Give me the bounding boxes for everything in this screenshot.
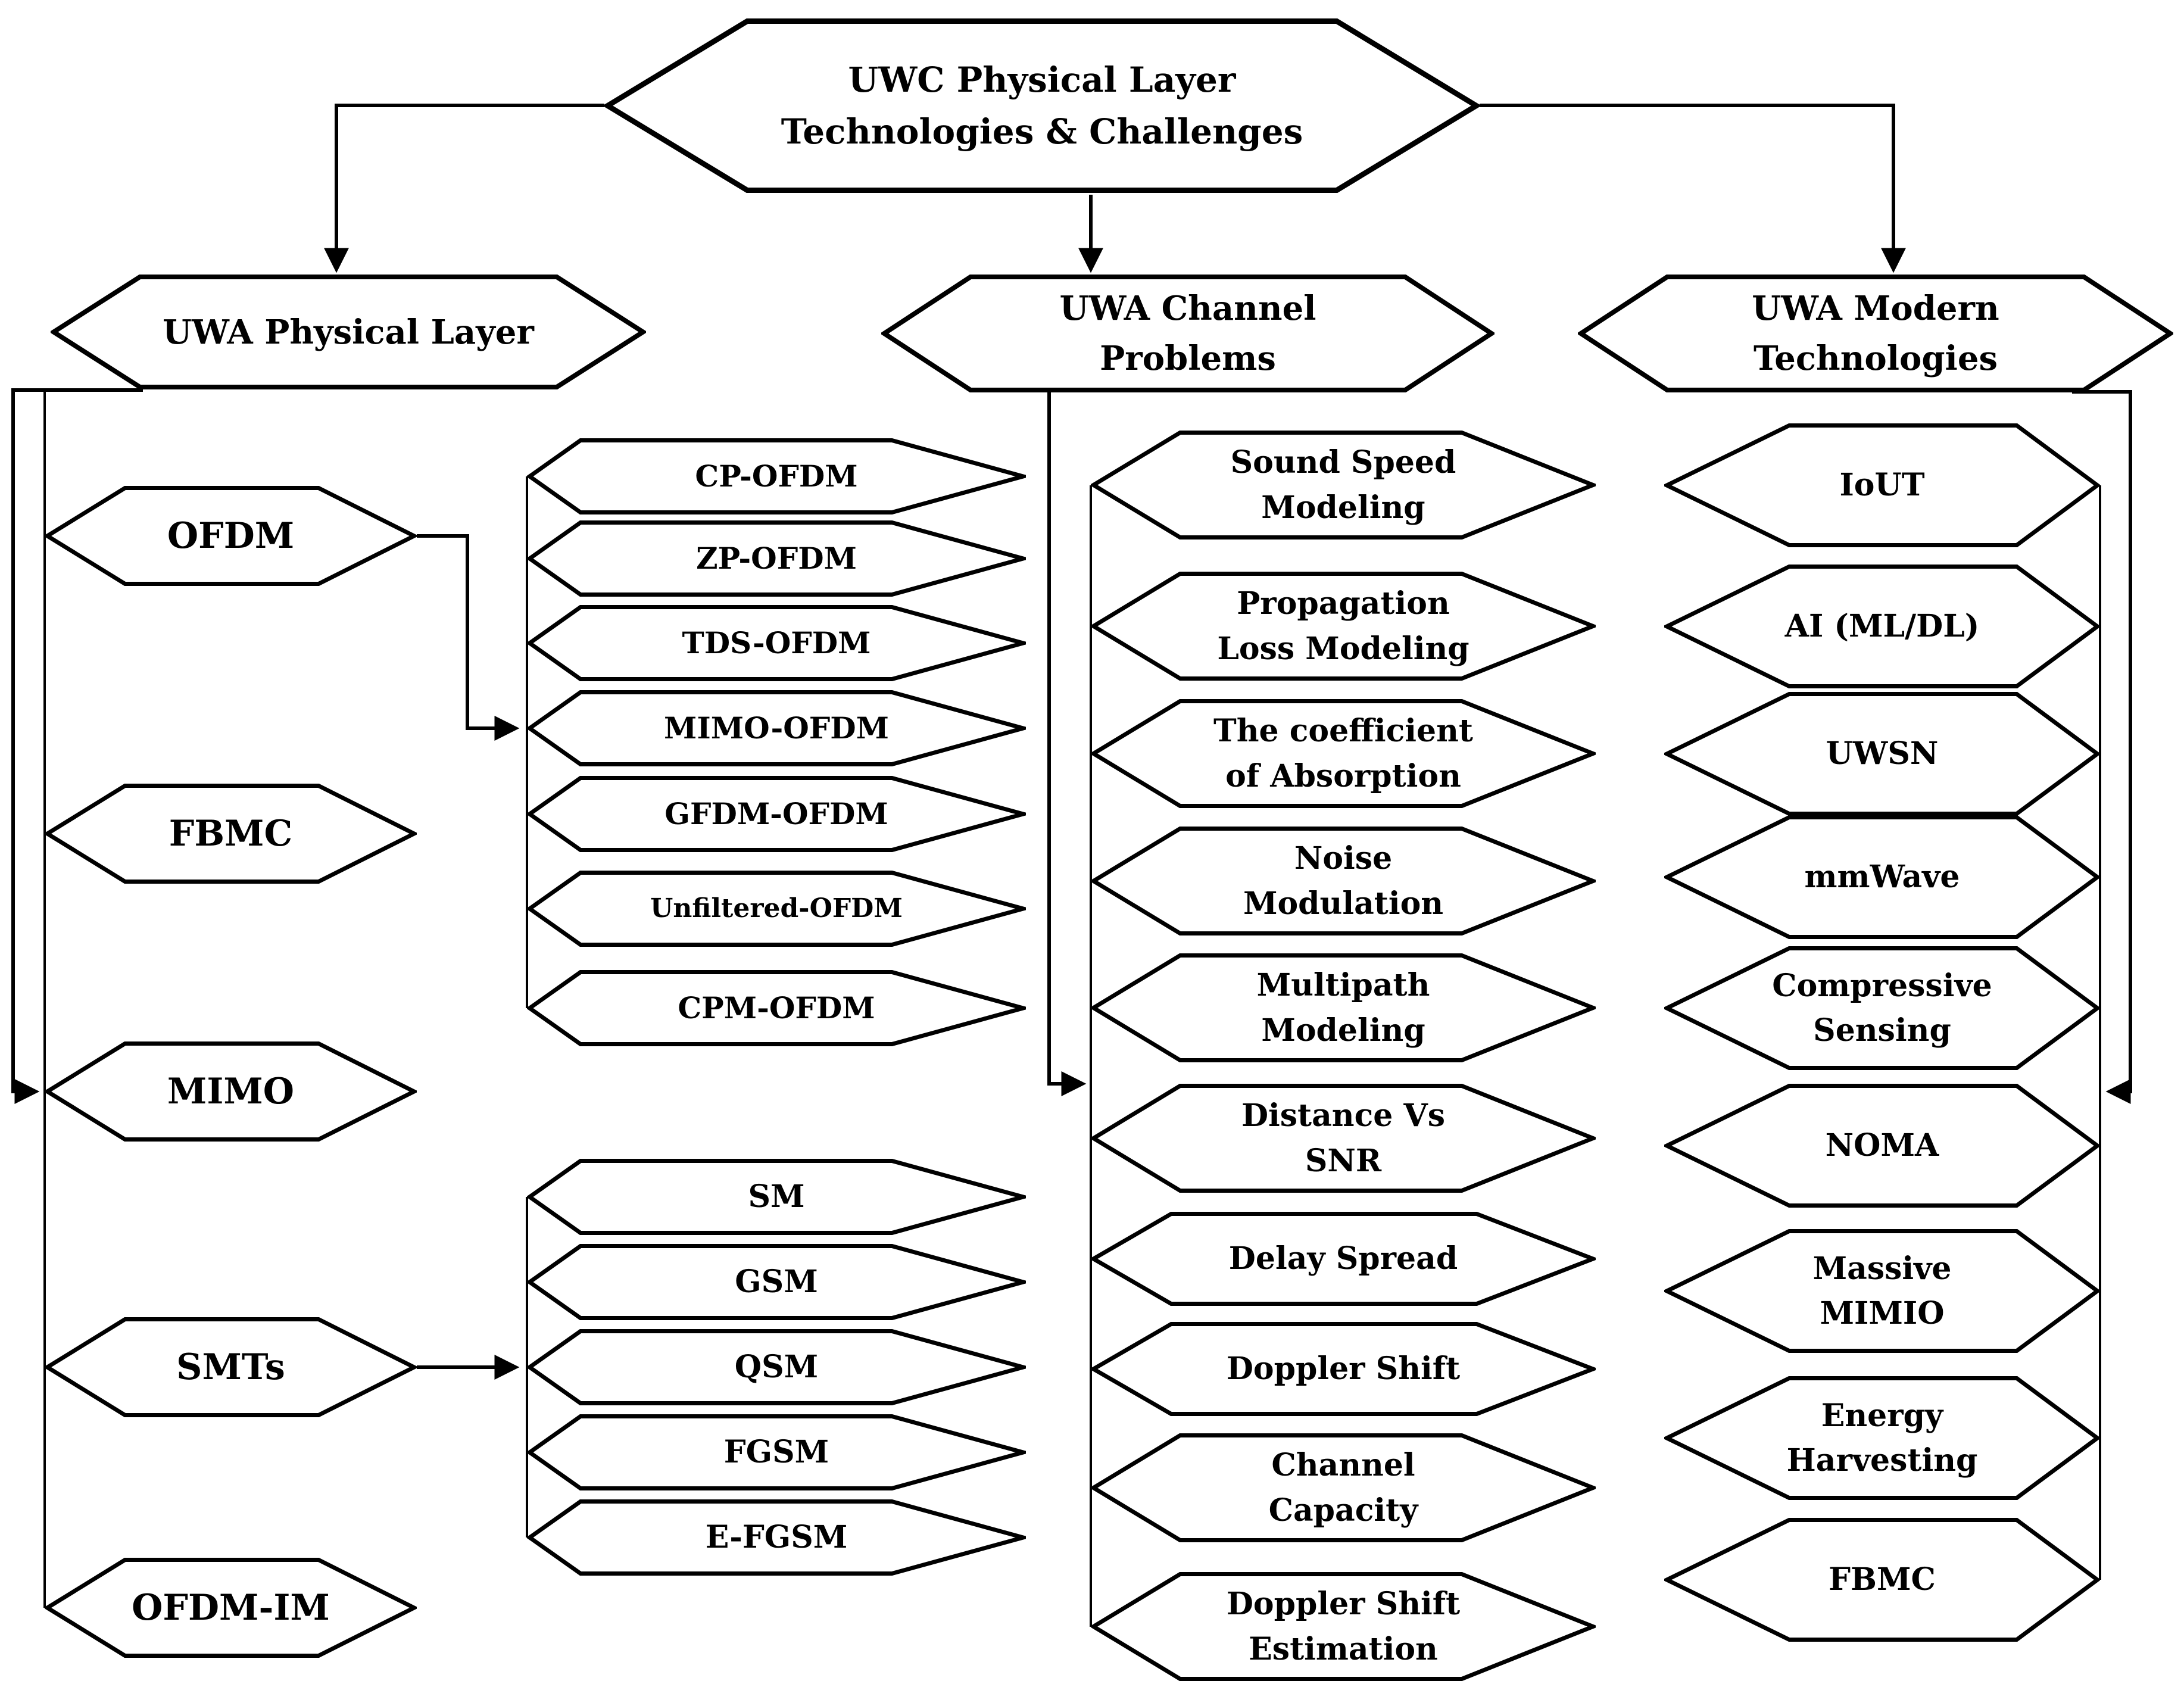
node-noma: NOMA [1664,1083,2100,1208]
hexagon-shape [1091,572,1596,681]
node-uwa-channel-problems: UWA Channel Problems [881,274,1495,393]
hexagon-shape [1664,815,2100,939]
hexagon-shape [51,275,646,389]
node-ai-ml-dl: AI (ML/DL) [1664,564,2100,689]
node-iout: IoUT [1664,423,2100,548]
node-ofdm-im: OFDM-IM [45,1557,417,1658]
hexagon-shape [1664,1229,2100,1353]
hexagon-shape [45,1041,417,1142]
hexagon-shape [45,784,417,884]
node-delay-spread: Delay Spread [1091,1211,1596,1306]
node-compressive-sensing: Compressive Sensing [1664,946,2100,1071]
hexagon-shape [1664,565,2100,688]
node-mmwave: mmWave [1664,815,2100,940]
node-sm: SM [527,1158,1026,1236]
node-fgsm: FGSM [527,1414,1026,1491]
hexagon-shape [527,871,1026,947]
hexagon-shape [1091,699,1596,808]
hexagon-shape [527,690,1026,766]
node-unfiltered-ofdm: Unfiltered-OFDM [527,870,1026,947]
hexagon-shape [1664,1376,2100,1500]
node-fbmc: FBMC [45,783,417,884]
node-gsm: GSM [527,1243,1026,1321]
node-tds-ofdm: TDS-OFDM [527,604,1026,682]
hexagon-shape [1091,1084,1596,1193]
hexagon-shape [604,18,1480,193]
hexagon-shape [1664,692,2100,816]
hexagon-shape [527,605,1026,681]
node-multipath-modeling: Multipath Modeling [1091,953,1596,1063]
hexagon-shape [881,275,1495,392]
hexagon-shape [527,1244,1026,1320]
node-uwa-physical-layer: UWA Physical Layer [51,274,646,390]
connector-root-to-modern-technologies [1480,104,1906,273]
hexagon-shape [1664,1518,2100,1642]
hexagon-shape [1091,953,1596,1062]
node-gfdm-ofdm: GFDM-OFDM [527,775,1026,853]
node-mimo: MIMO [45,1041,417,1142]
node-noise-modulation: Noise Modulation [1091,826,1596,936]
hexagon-shape [527,520,1026,597]
hexagon-shape [527,1159,1026,1235]
hexagon-shape [527,1499,1026,1576]
hexagon-shape [1091,1433,1596,1542]
hexagon-shape [1091,1212,1596,1306]
node-massive-mimio: Massive MIMIO [1664,1228,2100,1354]
node-fbmc-modern: FBMC [1664,1517,2100,1642]
node-ofdm: OFDM [45,485,417,587]
node-qsm: QSM [527,1329,1026,1406]
hexagon-shape [1664,946,2100,1070]
node-uwc-root: UWC Physical Layer Technologies & Challe… [604,18,1480,194]
node-energy-harvesting: Energy Harvesting [1664,1376,2100,1501]
node-zp-ofdm: ZP-OFDM [527,520,1026,597]
hexagon-shape [1091,431,1596,539]
node-doppler-shift: Doppler Shift [1091,1321,1596,1417]
hexagon-shape [1091,1322,1596,1416]
hexagon-shape [527,1414,1026,1490]
hexagon-shape [1664,423,2100,547]
node-distance-vs-snr: Distance Vs SNR [1091,1083,1596,1193]
node-cpm-ofdm: CPM-OFDM [527,969,1026,1047]
hexagon-shape [1091,827,1596,935]
hexagon-shape [45,1317,417,1417]
connector-channel-problems-to-items [1047,392,1087,1096]
hexagon-shape [45,486,417,586]
node-cp-ofdm: CP-OFDM [527,438,1026,515]
node-e-fgsm: E-FGSM [527,1499,1026,1576]
hexagon-shape [527,438,1026,514]
hexagon-shape [1578,275,2173,392]
hexagon-shape [527,1329,1026,1405]
connector-ofdm-to-variants [417,534,520,741]
node-smts: SMTs [45,1317,417,1418]
node-mimo-ofdm: MIMO-OFDM [527,690,1026,767]
node-propagation-loss-modeling: Propagation Loss Modeling [1091,571,1596,681]
hexagon-shape [527,776,1026,852]
node-sound-speed-modeling: Sound Speed Modeling [1091,430,1596,540]
connector-root-to-physical-layer [324,104,604,273]
hexagon-shape [1091,1572,1596,1681]
connector-physical-layer-to-mimo [11,388,143,1104]
node-channel-capacity: Channel Capacity [1091,1433,1596,1543]
connector-modern-technologies-to-items [2072,390,2132,1104]
node-coefficient-of-absorption: The coefficient of Absorption [1091,698,1596,809]
hexagon-shape [1664,1084,2100,1208]
node-uwsn: UWSN [1664,691,2100,816]
hexagon-shape [527,970,1026,1046]
hexagon-shape [45,1558,417,1658]
node-doppler-shift-estimation: Doppler Shift Estimation [1091,1571,1596,1682]
node-uwa-modern-technologies: UWA Modern Technologies [1578,274,2173,393]
